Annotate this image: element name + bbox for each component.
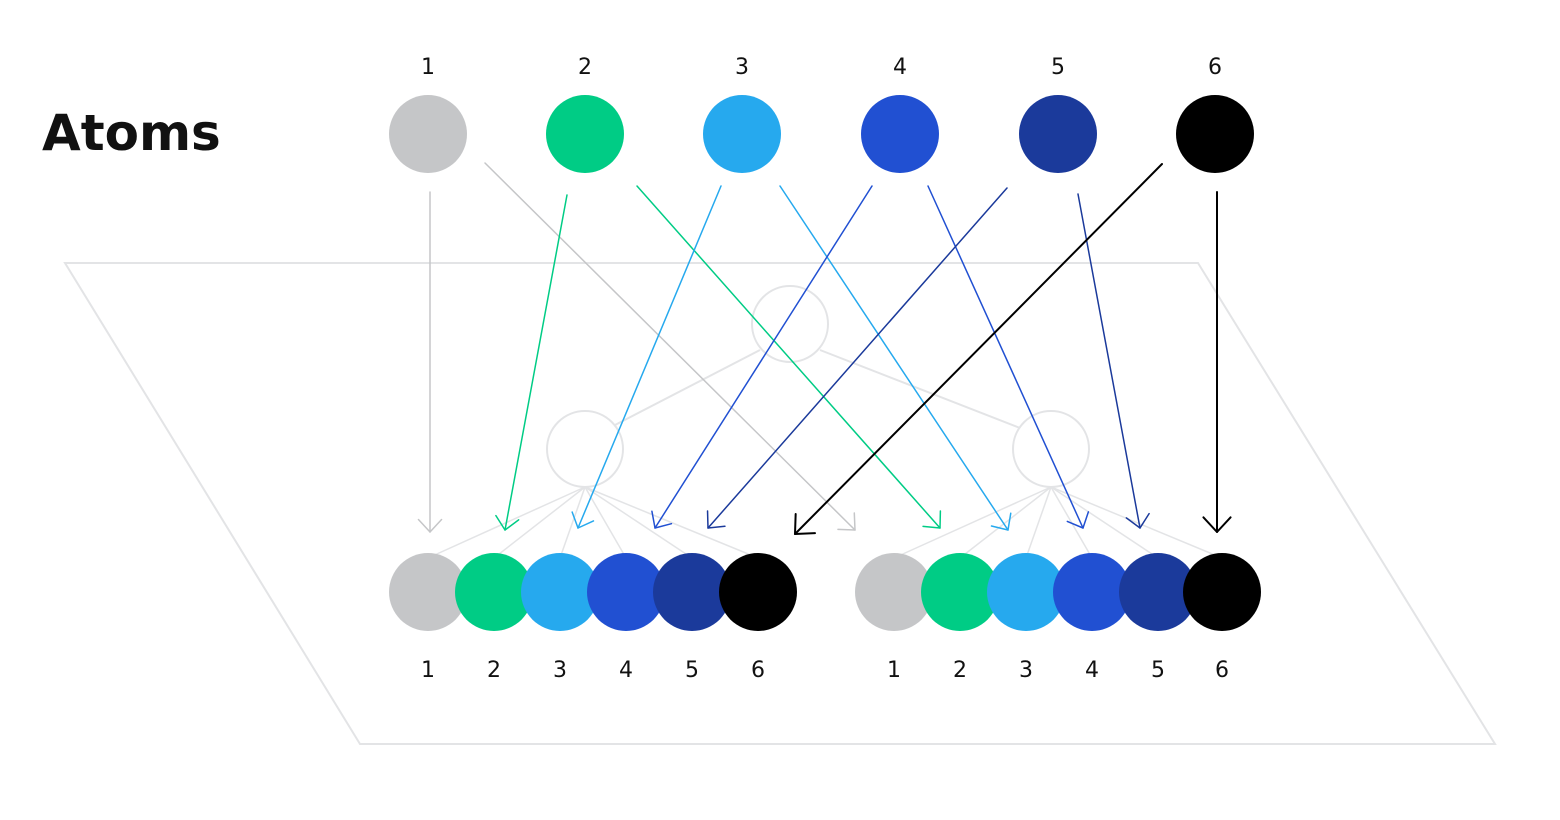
arrow-3-to-right-2	[779, 185, 1009, 531]
tree-edge	[559, 486, 586, 559]
arrowhead	[837, 512, 856, 531]
background-layer	[63, 262, 1497, 745]
arrow-1-to-middle-0	[484, 162, 856, 531]
arrowhead	[1125, 512, 1150, 529]
right-atom-label: 5	[1151, 658, 1165, 683]
arrowhead	[495, 514, 520, 531]
left-atom-5	[653, 553, 731, 631]
top-atom-label: 6	[1208, 55, 1222, 80]
tree-edge	[959, 486, 1052, 559]
right-atom-6	[1183, 553, 1261, 631]
right-atom-label: 4	[1085, 658, 1099, 683]
left-atom-label: 2	[487, 658, 501, 683]
left-atom-6	[719, 553, 797, 631]
top-atom-6	[1176, 95, 1254, 173]
arrowhead	[1202, 516, 1232, 533]
tree-edge	[819, 349, 1021, 429]
top-atom-2	[546, 95, 624, 173]
right-atom-label: 2	[953, 658, 967, 683]
top-atom-label: 1	[421, 55, 435, 80]
tree-edge	[1050, 486, 1159, 559]
top-atom-5	[1019, 95, 1097, 173]
top-atom-3	[703, 95, 781, 173]
tree-root-node	[751, 285, 829, 363]
left-atom-label: 1	[421, 658, 435, 683]
arrow-4-to-right-4	[927, 185, 1084, 529]
right-atom-1	[855, 553, 933, 631]
top-atom-1	[389, 95, 467, 173]
right-atom-2	[921, 553, 999, 631]
arrow-2-to-right-1	[636, 185, 941, 529]
tree-edge	[893, 486, 1052, 559]
left-atom-1	[389, 553, 467, 631]
top-atom-4	[861, 95, 939, 173]
arrowhead	[417, 518, 443, 533]
atom-layer: 1 2 3 4 5 6 1 2 3 4 5 6 1 2 3 4 5 6	[389, 55, 1261, 683]
arrowhead	[922, 510, 942, 529]
arrowhead	[1066, 511, 1090, 529]
arrow-4-to-left-4	[654, 185, 873, 529]
tree-edge	[584, 486, 693, 559]
arrow-3-to-left-3	[577, 185, 722, 529]
left-atom-label: 6	[751, 658, 765, 683]
left-atom-4	[587, 553, 665, 631]
right-atom-label: 1	[887, 658, 901, 683]
arrow-5-to-left-5	[707, 187, 1008, 529]
left-atom-2	[455, 553, 533, 631]
left-atom-label: 5	[685, 658, 699, 683]
arrowhead	[990, 512, 1012, 531]
right-atom-5	[1119, 553, 1197, 631]
tree-edge	[493, 486, 586, 559]
arrow-6-to-middle-1	[794, 163, 1163, 535]
arrow-5-to-right-5	[1077, 193, 1141, 529]
top-atom-label: 4	[893, 55, 907, 80]
tree-edge	[1025, 486, 1052, 559]
tree-edge	[584, 486, 627, 559]
top-atom-label: 5	[1051, 55, 1065, 80]
right-atom-3	[987, 553, 1065, 631]
right-atom-4	[1053, 553, 1131, 631]
top-atom-label: 3	[735, 55, 749, 80]
diagram-title: Atoms	[42, 104, 221, 162]
top-atom-label: 2	[578, 55, 592, 80]
right-atom-label: 6	[1215, 658, 1229, 683]
arrowhead	[794, 513, 816, 535]
tree-edge	[614, 349, 761, 426]
left-atom-label: 3	[553, 658, 567, 683]
tree-right-node	[1012, 410, 1090, 488]
arrow-layer	[417, 162, 1232, 535]
arrowhead	[571, 511, 595, 529]
right-atom-label: 3	[1019, 658, 1033, 683]
background-plane	[63, 262, 1497, 745]
arrowhead	[706, 510, 726, 529]
left-atom-label: 4	[619, 658, 633, 683]
tree-left-node	[546, 410, 624, 488]
arrowhead	[651, 510, 673, 529]
tree-edge	[584, 486, 759, 559]
left-atom-3	[521, 553, 599, 631]
arrow-2-to-left-2	[504, 194, 568, 531]
tree-edge	[1050, 486, 1223, 559]
